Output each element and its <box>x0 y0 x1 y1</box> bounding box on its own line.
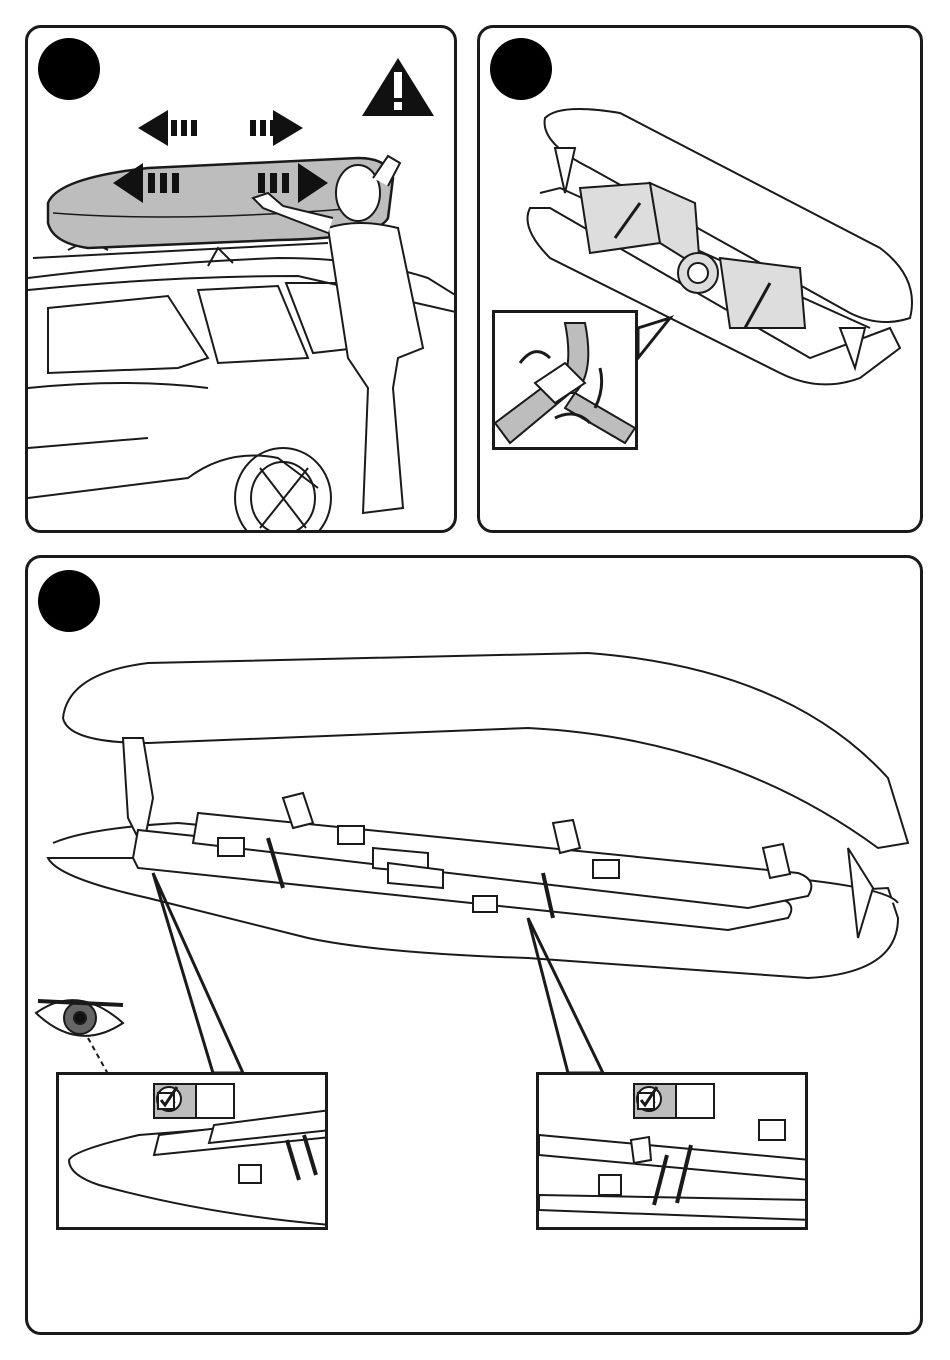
open-roof-box-straps-illustration <box>480 28 923 533</box>
panel-step-1 <box>25 25 457 533</box>
checked-box-icon <box>197 1085 233 1117</box>
strap-buckle-detail <box>492 310 638 450</box>
approval-badge-right <box>633 1083 715 1119</box>
panel-step-3 <box>25 555 923 1335</box>
panel-step-2 <box>477 25 923 533</box>
detail-inset-left <box>56 1072 328 1230</box>
eye-icon <box>36 1000 123 1036</box>
car-roof-box-illustration <box>28 28 457 533</box>
detail-inset-right <box>536 1072 808 1230</box>
checked-box-icon <box>677 1085 713 1117</box>
approval-badge-left <box>153 1083 235 1119</box>
